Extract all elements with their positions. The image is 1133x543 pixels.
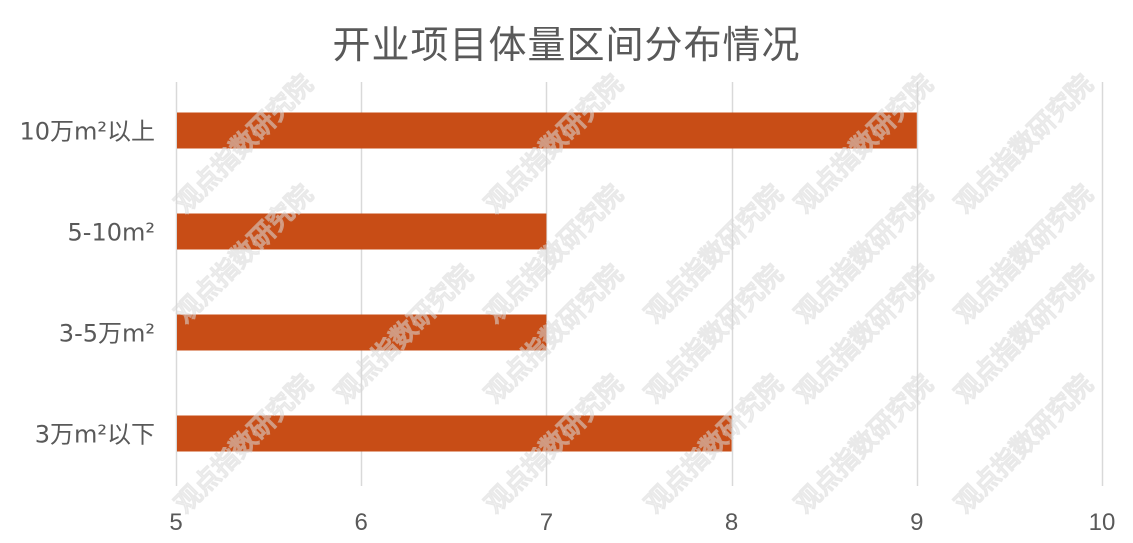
y-axis-categories: 10万m²以上 5-10m² 3-5万m² 3万m²以下 bbox=[19, 118, 155, 449]
watermark-text: 观点指数研究院 bbox=[639, 179, 790, 330]
x-axis-ticks: 5 6 7 8 9 10 bbox=[169, 509, 1115, 536]
x-tick-label: 9 bbox=[910, 509, 923, 536]
bar-0 bbox=[177, 112, 917, 149]
x-tick-label: 10 bbox=[1089, 509, 1116, 536]
x-tick-label: 8 bbox=[725, 509, 738, 536]
gridlines bbox=[175, 82, 1104, 486]
x-tick-label: 5 bbox=[169, 509, 182, 536]
category-label: 3万m²以下 bbox=[35, 421, 155, 449]
x-tick-label: 7 bbox=[540, 509, 553, 536]
category-label: 3-5万m² bbox=[59, 320, 155, 348]
bar-3 bbox=[177, 415, 732, 452]
x-tick-label: 6 bbox=[355, 509, 368, 536]
chart-title: 开业项目体量区间分布情况 bbox=[332, 23, 801, 67]
bar-1 bbox=[177, 213, 547, 250]
bars bbox=[177, 112, 917, 452]
bar-2 bbox=[177, 314, 547, 351]
category-label: 5-10m² bbox=[68, 219, 155, 247]
category-label: 10万m²以上 bbox=[19, 118, 155, 146]
